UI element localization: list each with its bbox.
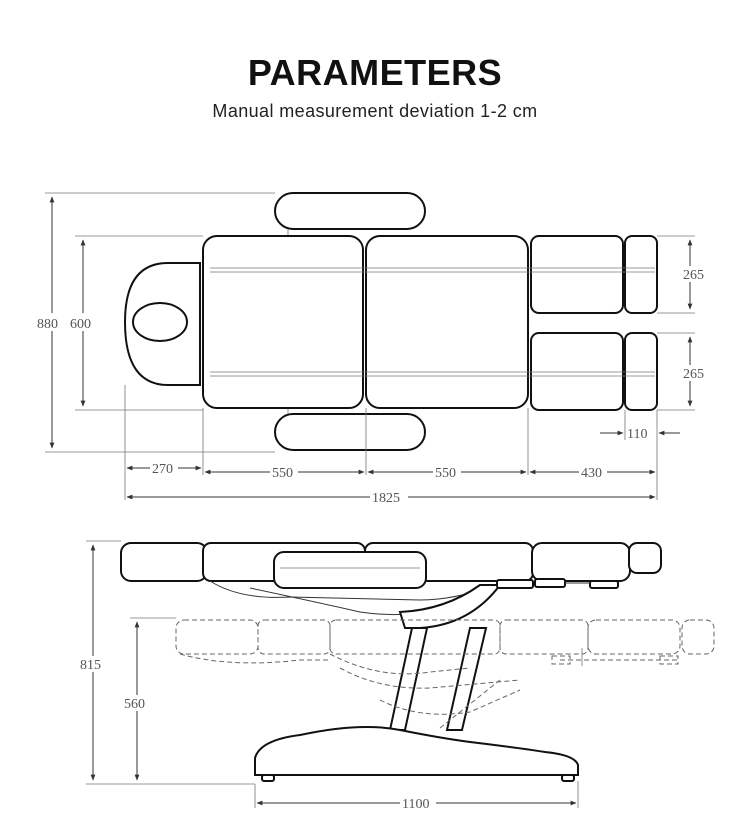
page-subtitle: Manual measurement deviation 1-2 cm xyxy=(212,101,538,121)
side-leg-pad xyxy=(531,542,631,582)
side-view: 815 560 1100 xyxy=(78,540,715,812)
side-armrest xyxy=(273,551,427,589)
dim-seat-length: 550 xyxy=(435,466,456,481)
side-head-pad xyxy=(120,542,208,582)
seat-section xyxy=(365,235,529,409)
dim-total-width-outer: 880 xyxy=(37,317,58,332)
lowered-head-pad xyxy=(175,619,259,655)
top-view: 880 600 265 265 110 270 xyxy=(33,192,710,506)
dim-back-length: 550 xyxy=(272,466,293,481)
dim-head-length: 270 xyxy=(152,462,173,477)
lift-column-rear xyxy=(445,627,488,731)
side-foot-pad xyxy=(628,542,662,574)
dim-leg-length: 430 xyxy=(581,466,602,481)
face-hole xyxy=(132,302,188,342)
dim-base-length: 1100 xyxy=(402,797,429,812)
leg-upper xyxy=(530,235,624,314)
leg-lower xyxy=(530,332,624,411)
dim-min-height: 560 xyxy=(124,697,145,712)
chair-base xyxy=(254,725,579,776)
armrest-bottom xyxy=(274,413,426,451)
dim-foot-length: 110 xyxy=(627,427,647,442)
foot-lower xyxy=(624,332,658,411)
dim-total-length: 1825 xyxy=(372,491,400,506)
dim-total-width-inner: 600 xyxy=(70,317,91,332)
lift-column-front xyxy=(388,627,429,731)
page-title: PARAMETERS xyxy=(247,52,503,93)
dim-max-height: 815 xyxy=(80,658,101,673)
dim-leg-width-upper: 265 xyxy=(683,268,704,283)
dim-leg-width-lower: 265 xyxy=(683,367,704,382)
foot-upper xyxy=(624,235,658,314)
back-section xyxy=(202,235,364,409)
armrest-top xyxy=(274,192,426,230)
